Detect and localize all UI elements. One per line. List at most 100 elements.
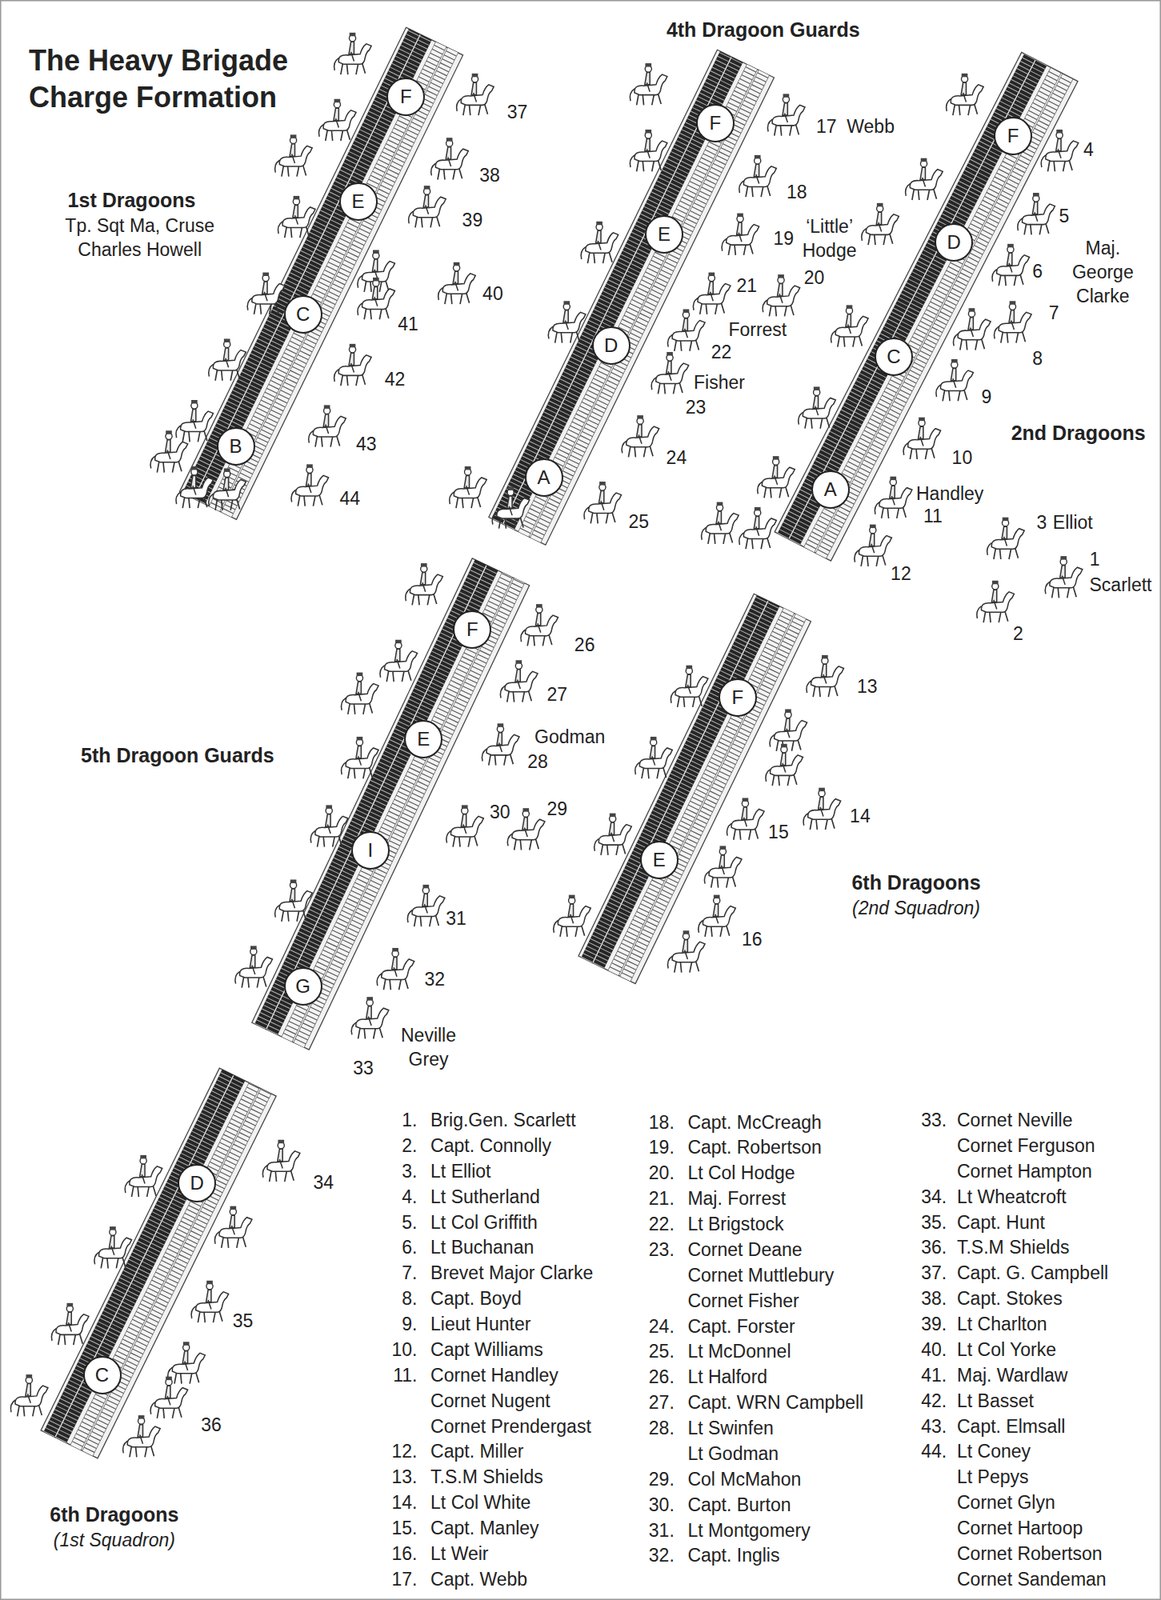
name-label: Lt Swinfen: [687, 1416, 773, 1441]
rider-helmet: [869, 524, 877, 529]
rear-rank: [586, 597, 762, 961]
horse-tail: [621, 440, 627, 453]
rider-icon: [594, 813, 633, 856]
name-label: Lt Col Griffith: [430, 1210, 538, 1235]
horse-legs: [215, 369, 241, 381]
name-label: Lt Col Yorke: [956, 1337, 1057, 1362]
rider-icon: [124, 1155, 163, 1198]
rider-icon: [405, 563, 444, 605]
horse-body: [180, 411, 214, 433]
horse-legs: [415, 216, 441, 228]
rider-body: [348, 352, 354, 373]
troop-letter: C: [296, 304, 310, 325]
rider-icon: [235, 945, 273, 988]
callout-number: 36.: [920, 1235, 947, 1260]
name-label: Maj. George Clarke: [1062, 236, 1143, 309]
rider-icon: [701, 502, 740, 545]
troop-letter-circle: B: [216, 427, 256, 466]
troop-letter: A: [824, 479, 837, 501]
rider-icon: [438, 262, 477, 305]
rider-helmet: [497, 723, 505, 727]
callout-number: 40.: [920, 1337, 947, 1362]
name-label: T.S.M Shields: [956, 1235, 1070, 1260]
squadron-band: [40, 1068, 277, 1459]
rider-helmet: [453, 262, 461, 266]
horse-tail: [668, 334, 673, 347]
rider-helmet: [395, 640, 402, 644]
rider-icon: [670, 665, 709, 708]
horse-body: [675, 676, 709, 698]
rider-body: [277, 1148, 283, 1169]
horse-tail: [803, 813, 809, 826]
rear-rank: [794, 62, 1042, 542]
rider-helmet: [224, 468, 231, 472]
horse-legs: [325, 129, 351, 141]
horse-tail: [351, 1022, 357, 1035]
front-rank: [523, 67, 753, 535]
rider-icon: [635, 736, 673, 779]
rider-body: [392, 956, 397, 977]
front-rank: [808, 70, 1057, 550]
horse-legs: [340, 374, 366, 386]
band-outline: [252, 558, 530, 1050]
rider-helmet: [754, 507, 761, 511]
front-rank-horses: [299, 580, 520, 1045]
name-label: Lt Basset: [956, 1389, 1034, 1414]
rider-helmet: [290, 879, 297, 883]
rear-rank: [496, 53, 726, 521]
rider-body: [289, 888, 295, 909]
callout-number: 35: [232, 1309, 254, 1334]
callout-number: 22: [711, 340, 733, 365]
troop-letter: E: [416, 728, 430, 750]
rider-helmet: [1032, 192, 1040, 197]
rider-icon: [668, 930, 706, 973]
rider-icon: [376, 948, 415, 990]
name-label: Capt. Burton: [687, 1493, 791, 1518]
horse-tail: [553, 920, 559, 933]
callout-number: 3: [1036, 510, 1047, 535]
horse-legs: [560, 925, 585, 937]
rider-body: [784, 718, 790, 738]
rider-helmet: [961, 73, 969, 77]
front-rank: [287, 575, 508, 1040]
rider-body: [666, 361, 672, 381]
horse-body: [634, 74, 668, 96]
troop-letter-circle: F: [452, 610, 492, 649]
rider-icon: [341, 736, 380, 779]
horse-legs: [100, 1257, 126, 1269]
callout-number: 9: [981, 384, 993, 409]
rider-icon: [976, 580, 1015, 623]
horse-tail: [704, 871, 709, 884]
rider-icon: [408, 185, 447, 228]
horse-body: [345, 748, 379, 769]
rider-body: [1056, 138, 1061, 158]
rear-rank-gaps: [496, 53, 726, 521]
rider-body: [868, 533, 874, 553]
riders: [10, 32, 1082, 1458]
horse-legs: [507, 691, 533, 703]
callout-number: 30.: [648, 1493, 675, 1518]
rider-icon: [692, 272, 731, 315]
rider-helmet: [191, 400, 198, 404]
rider-body: [960, 82, 966, 102]
horse-body: [409, 574, 443, 596]
horse-body: [865, 214, 899, 236]
callout-number: 39: [462, 208, 484, 233]
rider-icon: [247, 272, 285, 315]
rider-helmet: [1002, 517, 1009, 521]
name-label: Cornet Nugent: [430, 1389, 551, 1414]
rider-body: [140, 1164, 145, 1184]
front-rank-horses: [624, 616, 801, 980]
horse-legs: [912, 188, 937, 201]
callout-number: 42.: [920, 1389, 947, 1414]
horse-legs: [993, 548, 1019, 560]
troop-letter: F: [1007, 125, 1020, 147]
horse-legs: [197, 1311, 223, 1323]
name-label: Lt Charlton: [956, 1312, 1048, 1337]
rider-icon: [1040, 129, 1079, 172]
horse-legs: [182, 496, 208, 509]
horse-legs: [463, 104, 489, 116]
rider-helmet: [224, 338, 231, 342]
horse-body: [323, 110, 357, 132]
name-label: Cornet Glyn: [956, 1490, 1056, 1515]
